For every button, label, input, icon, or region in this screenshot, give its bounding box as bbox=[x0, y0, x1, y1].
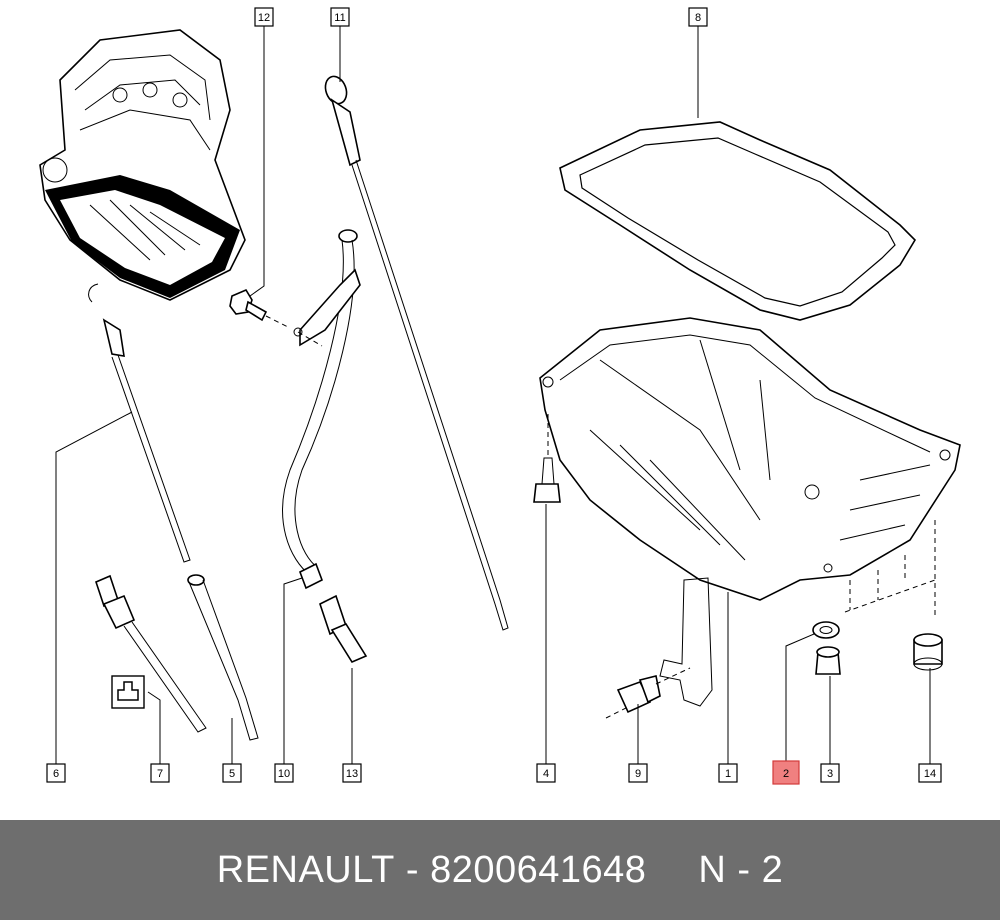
callout-label: 2 bbox=[783, 768, 789, 780]
separator: - bbox=[394, 848, 431, 891]
callout-14: 14 bbox=[918, 763, 942, 783]
callout-1: 1 bbox=[718, 763, 738, 783]
callout-label: 7 bbox=[157, 768, 163, 780]
guide-tube-10 bbox=[282, 229, 361, 590]
drain-plug-3 bbox=[815, 646, 841, 675]
callout-13: 13 bbox=[342, 763, 362, 783]
callout-6: 6 bbox=[46, 763, 66, 783]
callout-8: 8 bbox=[688, 7, 708, 27]
seal-13 bbox=[319, 594, 368, 664]
bolt-4 bbox=[533, 414, 561, 503]
leader-lines bbox=[55, 26, 931, 764]
callout-label: 9 bbox=[635, 768, 641, 780]
part-number: 8200641648 bbox=[430, 848, 647, 891]
tube-5 bbox=[187, 574, 259, 741]
position-label: N - 2 bbox=[698, 848, 784, 891]
callout-label: 6 bbox=[53, 768, 59, 780]
gasket-8 bbox=[559, 121, 917, 321]
callout-9: 9 bbox=[628, 763, 648, 783]
callout-10: 10 bbox=[274, 763, 294, 783]
callout-label: 12 bbox=[258, 12, 270, 24]
sensor-9 bbox=[605, 577, 713, 719]
bolt-12 bbox=[229, 288, 291, 329]
callout-2-highlighted: 2 bbox=[772, 760, 800, 785]
callout-label: 3 bbox=[827, 768, 833, 780]
sensor-7 bbox=[95, 574, 207, 733]
callout-5: 5 bbox=[222, 763, 242, 783]
callout-label: 14 bbox=[924, 768, 936, 780]
callout-label: 10 bbox=[278, 768, 290, 780]
part-info-banner: RENAULT - 8200641648 N - 2 bbox=[0, 820, 1000, 920]
dipstick-6 bbox=[88, 283, 191, 563]
part-info-text: RENAULT - 8200641648 N - 2 bbox=[217, 849, 784, 892]
callout-3: 3 bbox=[820, 763, 840, 783]
callout-label: 11 bbox=[334, 12, 345, 24]
callout-label: 5 bbox=[229, 768, 235, 780]
callout-label: 8 bbox=[695, 12, 701, 24]
brand-name: RENAULT bbox=[216, 848, 395, 891]
dipstick-11 bbox=[324, 75, 509, 631]
callout-11: 11 bbox=[330, 7, 350, 27]
cap-14 bbox=[913, 633, 943, 671]
callout-7: 7 bbox=[150, 763, 170, 783]
exploded-view-svg: 12 11 8 6 7 5 10 13 4 9 1 2 bbox=[39, 7, 961, 785]
engine-block-illustration bbox=[39, 29, 246, 301]
callout-4: 4 bbox=[536, 763, 556, 783]
oil-pan-1 bbox=[539, 317, 961, 615]
washer-2 bbox=[812, 621, 840, 639]
callout-label: 4 bbox=[543, 768, 549, 780]
callout-label: 1 bbox=[725, 768, 731, 780]
callout-12: 12 bbox=[254, 7, 274, 27]
callout-label: 13 bbox=[346, 768, 358, 780]
parts-diagram: 12 11 8 6 7 5 10 13 4 9 1 2 bbox=[39, 7, 961, 785]
